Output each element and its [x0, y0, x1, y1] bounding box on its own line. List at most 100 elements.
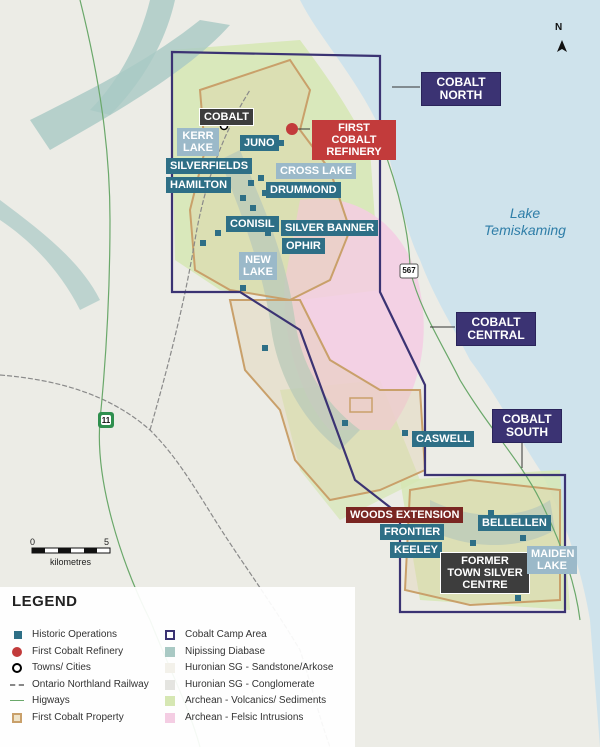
- legend-item: Historic Operations: [10, 627, 149, 644]
- legend-item: Towns/ Cities: [10, 660, 149, 677]
- diabase-icon: [165, 646, 175, 657]
- legend-item: First Cobalt Refinery: [10, 644, 149, 661]
- legend-label: Historic Operations: [32, 629, 118, 640]
- legend-panel: LEGEND Historic Operations First Cobalt …: [0, 587, 355, 747]
- property-parcel: [349, 397, 373, 413]
- historic-operation: [250, 205, 256, 211]
- legend-label: Archean - Felsic Intrusions: [185, 711, 304, 723]
- legend-label: Nipissing Diabase: [185, 645, 266, 657]
- scale-unit-label: kilometres: [50, 557, 92, 567]
- highway-567-label: 567: [402, 266, 416, 275]
- historic-operation: [200, 240, 206, 246]
- place-label-ophir: OPHIR: [282, 238, 325, 254]
- historic-operation: [240, 195, 246, 201]
- place-label-silver-banner: SILVER BANNER: [281, 220, 379, 236]
- historic-operation: [240, 285, 246, 291]
- place-label-refinery: FIRST COBALT REFINERY: [312, 120, 396, 160]
- place-label-former-town: FORMER TOWN SILVER CENTRE: [440, 552, 530, 594]
- place-label-hamilton: HAMILTON: [166, 177, 232, 193]
- legend-item: Archean - Felsic Intrusions: [163, 710, 333, 727]
- sandstone-icon: [165, 663, 175, 673]
- historic-operation: [248, 180, 254, 186]
- place-label-new-lake: NEW LAKE: [239, 252, 277, 280]
- place-label-conisil: CONISIL: [226, 216, 279, 232]
- legend-label: Huronian SG - Conglomerate: [185, 678, 315, 690]
- highway-567: [379, 139, 581, 621]
- legend-item: Higways: [10, 693, 149, 710]
- legend-label: Cobalt Camp Area: [185, 629, 267, 640]
- refinery-icon: [12, 646, 22, 657]
- historic-operation: [265, 230, 271, 236]
- north-label: N: [555, 22, 563, 33]
- property-outline-central: [228, 299, 427, 502]
- historic-operation: [402, 430, 408, 436]
- camp-area-icon: [165, 630, 175, 640]
- legend-item: Cobalt Camp Area: [163, 627, 333, 644]
- conglomerate-icon: [165, 679, 175, 690]
- historic-operation: [278, 140, 284, 146]
- highway-11-label: 11: [101, 416, 111, 425]
- legend-item: First Cobalt Property: [10, 710, 149, 727]
- diabase-band-5: [0, 200, 100, 310]
- place-label-kerr-lake: KERR LAKE: [177, 128, 219, 156]
- legend-item: Nipissing Diabase: [163, 644, 333, 661]
- historic-operation: [262, 345, 268, 351]
- legend-item: Archean - Volcanics/ Sediments: [163, 693, 333, 710]
- historic-operation: [342, 420, 348, 426]
- cobalt-camp-area: [170, 50, 567, 614]
- historic-operation: [520, 535, 526, 541]
- place-label-keeley: KEELEY: [390, 542, 443, 558]
- region-label-cobalt-north: COBALT NORTH: [421, 72, 501, 106]
- legend-left-column: Historic Operations First Cobalt Refiner…: [10, 627, 149, 726]
- legend-label: Higways: [32, 695, 70, 706]
- place-label-caswell: CASWELL: [412, 431, 475, 447]
- legend-label: Towns/ Cities: [32, 662, 91, 673]
- diabase-band-2: [90, 0, 175, 115]
- legend-label: First Cobalt Property: [32, 711, 124, 723]
- highway-11-shield: [98, 412, 114, 428]
- scale-zero-label: 0: [30, 537, 36, 547]
- place-label-frontier: FRONTIER: [380, 524, 445, 540]
- lake-label: Lake Temiskaming: [484, 205, 566, 238]
- place-label-woods-extension: WOODS EXTENSION: [346, 507, 464, 523]
- felsic-icon: [165, 712, 175, 723]
- legend-item: Ontario Northland Railway: [10, 677, 149, 694]
- place-label-maiden-lake: MAIDEN LAKE: [527, 546, 577, 574]
- town-icon: [12, 663, 22, 673]
- railway-line-north: [149, 89, 251, 431]
- place-label-silverfields: SILVERFIELDS: [166, 158, 253, 174]
- legend-title: LEGEND: [12, 593, 78, 610]
- property-icon: [12, 712, 22, 723]
- place-label-cobalt: COBALT: [199, 108, 255, 126]
- highway-567-shield: [399, 263, 419, 279]
- region-label-cobalt-south: COBALT SOUTH: [492, 409, 562, 443]
- place-label-cross-lake: CROSS LAKE: [276, 163, 357, 179]
- legend-item: Huronian SG - Sandstone/Arkose: [163, 660, 333, 677]
- historic-operations-icon: [14, 631, 22, 639]
- historic-operation: [515, 595, 521, 601]
- historic-operation: [470, 540, 476, 546]
- scale-bar: [31, 547, 111, 554]
- highway-icon: [10, 700, 24, 701]
- legend-item: Huronian SG - Conglomerate: [163, 677, 333, 694]
- north-arrow-icon: [557, 40, 567, 52]
- historic-operation: [215, 230, 221, 236]
- scale-five-label: 5: [104, 537, 110, 547]
- historic-operation: [258, 175, 264, 181]
- felsic-intrusion: [284, 198, 424, 430]
- legend-label: Archean - Volcanics/ Sediments: [185, 695, 327, 706]
- region-label-cobalt-central: COBALT CENTRAL: [456, 312, 536, 346]
- historic-operation: [262, 190, 268, 196]
- place-label-bellellen: BELLELLEN: [478, 515, 551, 531]
- legend-label: First Cobalt Refinery: [32, 645, 124, 657]
- legend-right-column: Cobalt Camp Area Nipissing Diabase Huron…: [163, 627, 333, 726]
- place-label-juno: JUNO: [240, 135, 279, 151]
- railway-icon: [10, 683, 24, 686]
- railway-line: [0, 374, 331, 747]
- refinery-marker: [286, 123, 298, 135]
- legend-label: Ontario Northland Railway: [32, 678, 149, 690]
- historic-operation: [488, 510, 494, 516]
- legend-label: Huronian SG - Sandstone/Arkose: [185, 662, 334, 673]
- volcanics-icon: [165, 696, 175, 706]
- place-label-drummond: DRUMMOND: [266, 182, 341, 198]
